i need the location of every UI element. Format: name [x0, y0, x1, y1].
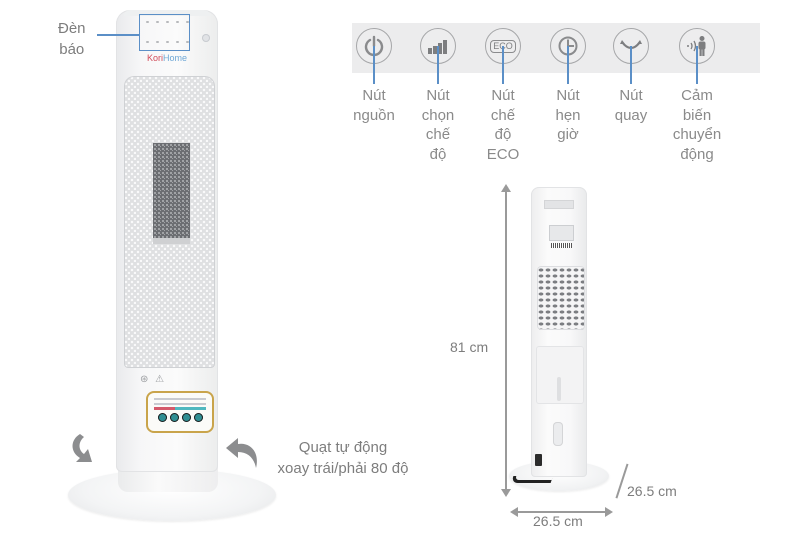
- width-dimension-line: [513, 511, 609, 513]
- motion-sensor: Cảm biến chuyển động: [662, 28, 732, 164]
- spec-label-plate: [146, 391, 214, 433]
- indicator-callout-text: Đèn báo: [58, 18, 86, 60]
- label-line: chọn: [421, 106, 455, 124]
- plate-button-dot: [169, 413, 179, 422]
- back-top-window: [544, 200, 574, 209]
- rotation-note-line: xoay trái/phải 80 độ: [277, 460, 409, 477]
- sensor-knob: [202, 34, 210, 42]
- back-air-intake-vent: [537, 266, 585, 330]
- power-switch: [535, 454, 542, 466]
- barcode: [551, 243, 572, 248]
- button-label: Nút chế độ ECO: [468, 86, 538, 164]
- rotate-right-arrow-icon: [226, 438, 257, 468]
- button-timer: Nút hẹn giờ: [533, 28, 603, 145]
- plate-text-line: [154, 398, 206, 400]
- label-line: Nút: [491, 87, 515, 104]
- label-line: Nút: [619, 87, 643, 104]
- indicator-light: [176, 21, 179, 23]
- button-swing: Nút quay: [596, 28, 666, 125]
- indicator-light: [156, 41, 159, 43]
- brand-prefix: Kori: [146, 53, 163, 63]
- label-line: Cảm: [681, 87, 713, 104]
- height-dimension-label: 81 cm: [450, 339, 489, 355]
- power-cord: [510, 476, 554, 483]
- certification-icons: ⊛ ⚠: [140, 374, 167, 385]
- rotation-note: Quạt tự động xoay trái/phải 80 độ: [268, 437, 418, 479]
- leader-line: [437, 46, 439, 84]
- indicator-light: [156, 21, 159, 23]
- label-line: Nút: [556, 87, 580, 104]
- button-label: Nút hẹn giờ: [533, 86, 603, 145]
- heater-top: [124, 10, 210, 16]
- indicator-row-top: [146, 21, 189, 23]
- indicator-light: [146, 41, 149, 43]
- plate-buttons: [148, 413, 212, 422]
- button-label: Nút nguồn: [339, 86, 409, 125]
- leader-line: [696, 46, 698, 84]
- indicator-light: [166, 41, 169, 43]
- label-line: chuyển: [672, 126, 722, 143]
- button-mode: Nút chọn chế độ: [403, 28, 473, 164]
- plate-button-dot: [181, 413, 191, 422]
- motion-sensor-icon: [687, 36, 706, 56]
- back-spec-sticker: [549, 225, 574, 241]
- indicator-leader-line: [97, 34, 139, 36]
- indicator-label-line: báo: [59, 41, 85, 58]
- label-line: động: [680, 145, 714, 163]
- label-line: độ: [429, 145, 447, 163]
- label-line: độ: [494, 126, 512, 143]
- leader-line: [567, 46, 569, 84]
- label-line: quay: [614, 106, 648, 124]
- button-label: Nút chọn chế độ: [403, 86, 473, 164]
- leader-line: [502, 46, 504, 84]
- indicator-light: [186, 21, 189, 23]
- button-power: Nút nguồn: [339, 28, 409, 125]
- button-label: Nút quay: [596, 86, 666, 125]
- depth-dimension-label: 26.5 cm: [627, 483, 677, 499]
- button-eco: ECO Nút chế độ ECO: [468, 28, 538, 164]
- indicator-light: [146, 21, 149, 23]
- arrow-right-icon: [605, 507, 613, 517]
- rotate-left-arrow-icon: [72, 434, 92, 462]
- label-line: ECO: [486, 145, 520, 163]
- indicator-light: [166, 21, 169, 23]
- width-dimension-label: 26.5 cm: [533, 513, 583, 529]
- label-line: Nút: [426, 87, 450, 104]
- label-line: hẹn: [555, 106, 581, 124]
- back-slot: [557, 377, 561, 401]
- plate-button-dot: [157, 413, 167, 422]
- label-line: giờ: [557, 126, 579, 143]
- label-line: Nút: [362, 87, 386, 104]
- plate-button-dot: [193, 413, 203, 422]
- indicator-light: [176, 41, 179, 43]
- label-line: nguồn: [353, 106, 395, 124]
- height-dimension-line: [505, 187, 507, 493]
- arrow-left-icon: [510, 507, 518, 517]
- brand-logo: KoriHome: [129, 53, 205, 63]
- indicator-label-line: Đèn: [58, 20, 86, 37]
- leader-line: [373, 46, 375, 84]
- arrow-up-icon: [501, 184, 511, 192]
- leader-line: [630, 46, 632, 84]
- heating-element: [153, 143, 190, 238]
- label-line: chế: [425, 126, 451, 143]
- arrow-down-icon: [501, 489, 511, 497]
- signal-bars-icon: [428, 40, 447, 54]
- label-line: biến: [682, 106, 712, 124]
- plate-color-bar: [154, 407, 206, 410]
- label-line: chế: [490, 106, 516, 124]
- rotation-note-line: Quạt tự động: [298, 439, 388, 456]
- indicator-light: [186, 41, 189, 43]
- heating-element-base: [153, 238, 190, 244]
- button-label: Cảm biến chuyển động: [662, 86, 732, 164]
- back-handle: [553, 422, 563, 446]
- indicator-light-panel: [139, 14, 190, 51]
- indicator-row-bottom: [146, 41, 189, 43]
- brand-suffix: Home: [163, 53, 188, 63]
- plate-text-line: [154, 403, 206, 405]
